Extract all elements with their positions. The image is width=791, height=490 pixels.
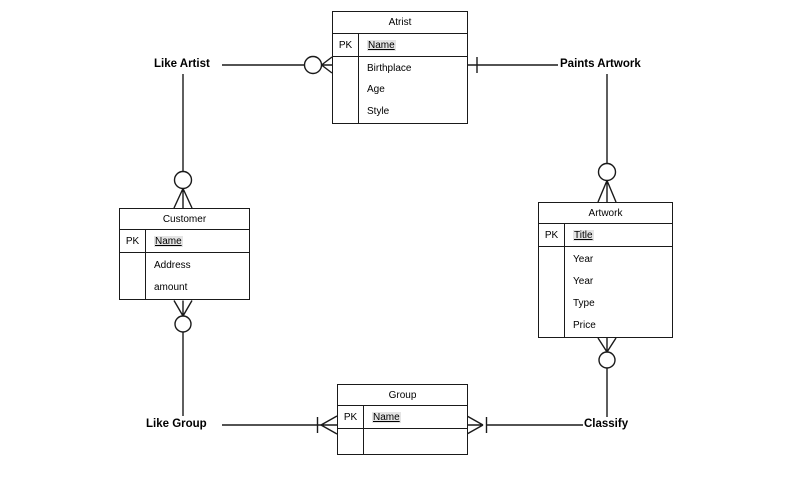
- pk-attribute: Name: [367, 39, 396, 51]
- entity-artwork[interactable]: Artwork PK Title Year Year Type Price: [538, 202, 673, 338]
- connector-classify[interactable]: [466, 337, 617, 435]
- pk-column-spacer: [338, 429, 364, 454]
- pk-key-label: PK: [333, 34, 359, 56]
- optional-circle-marker: [597, 162, 617, 182]
- pk-attribute: Name: [154, 235, 183, 247]
- pk-attribute: Title: [573, 229, 594, 241]
- attribute: Address: [154, 259, 191, 271]
- attribute: Price: [573, 319, 596, 331]
- crow-foot-marker: [597, 337, 617, 353]
- pk-key-label: PK: [338, 406, 364, 428]
- attribute: Age: [367, 84, 385, 96]
- attribute: Style: [367, 105, 390, 117]
- connector-like-group[interactable]: [173, 300, 338, 435]
- attribute: Type: [573, 297, 595, 309]
- entity-atrist[interactable]: Atrist PK Name Birthplace Age Style: [332, 11, 468, 124]
- entity-title: Artwork: [539, 203, 672, 224]
- crow-foot-marker: [173, 188, 193, 209]
- entity-group[interactable]: Group PK Name: [337, 384, 468, 455]
- crow-foot-marker: [321, 56, 333, 74]
- relationship-label-classify[interactable]: Classify: [584, 418, 629, 430]
- crow-foot-marker: [597, 180, 617, 203]
- relationship-label-paints-artwork[interactable]: Paints Artwork: [560, 58, 641, 70]
- relationship-label-like-group[interactable]: Like Group: [146, 418, 207, 430]
- attribute: amount: [154, 281, 188, 293]
- pk-column-spacer: [333, 57, 359, 123]
- crow-foot-marker: [320, 415, 338, 435]
- pk-attribute: Name: [372, 411, 401, 423]
- connector-paints-artwork[interactable]: [468, 57, 617, 203]
- entity-title: Customer: [120, 209, 249, 230]
- pk-column-spacer: [539, 247, 565, 337]
- pk-key-label: PK: [120, 230, 146, 252]
- relationship-label-like-artist[interactable]: Like Artist: [154, 58, 210, 70]
- optional-circle-marker: [174, 315, 192, 333]
- pk-column-spacer: [120, 253, 146, 299]
- pk-key-label: PK: [539, 224, 565, 246]
- entity-title: Group: [338, 385, 467, 406]
- entity-title: Atrist: [333, 12, 467, 34]
- crow-foot-marker: [173, 300, 193, 317]
- connector-like-artist[interactable]: [173, 55, 333, 209]
- optional-circle-marker: [173, 170, 193, 190]
- attribute: Birthplace: [367, 63, 412, 75]
- attribute: Year: [573, 275, 594, 287]
- attribute: Year: [573, 253, 594, 265]
- optional-circle-marker: [598, 351, 616, 369]
- crow-foot-marker: [466, 415, 484, 435]
- entity-customer[interactable]: Customer PK Name Address amount: [119, 208, 250, 300]
- optional-circle-marker: [303, 55, 323, 75]
